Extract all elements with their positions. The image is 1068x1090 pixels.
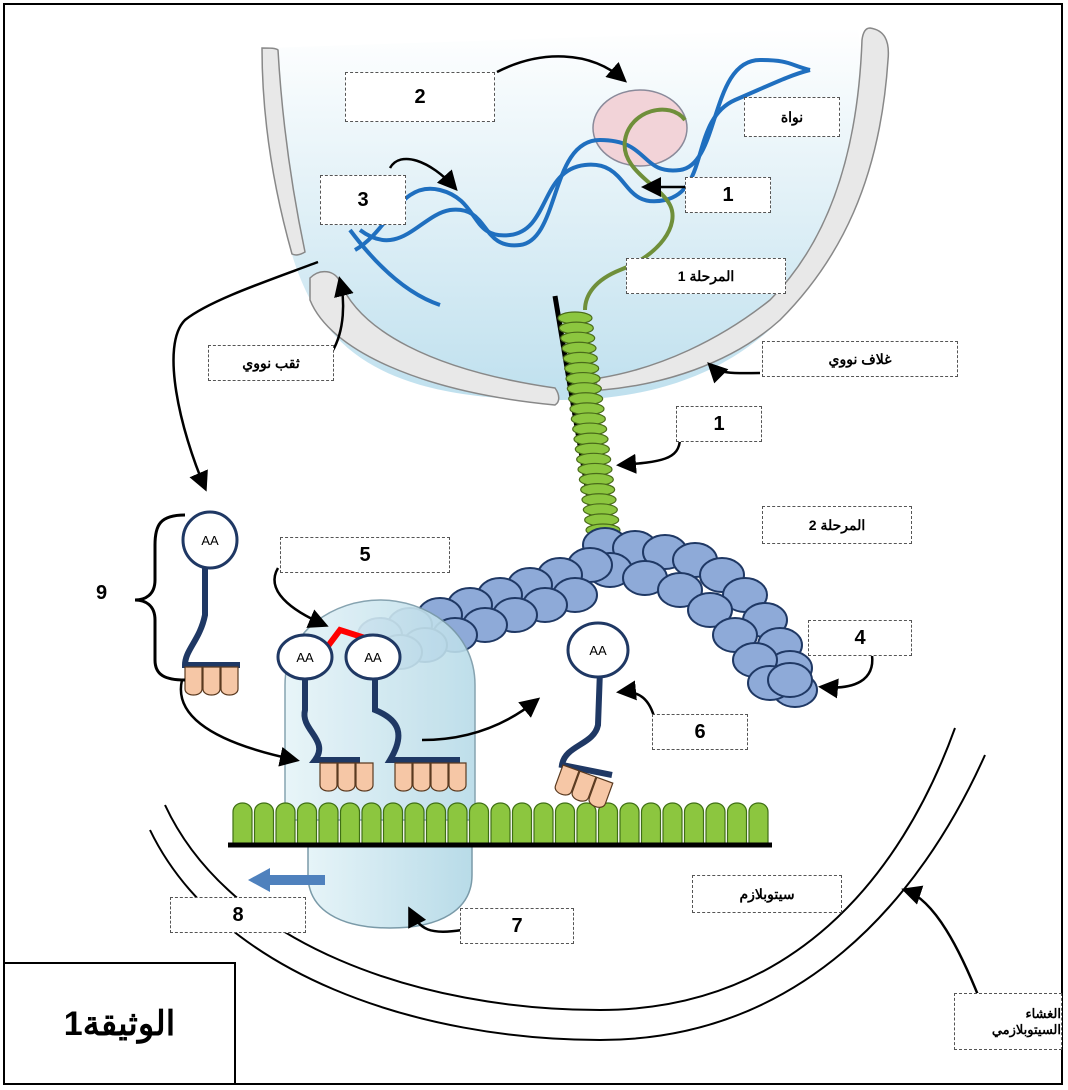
codon-bump xyxy=(255,803,274,845)
anticodon-base xyxy=(221,667,238,695)
trna-9 xyxy=(185,567,240,695)
mrna-codon-row xyxy=(233,803,768,845)
amino-acid-6: AA xyxy=(568,623,628,677)
codon-bump xyxy=(298,803,317,845)
codon-bump xyxy=(319,803,338,845)
label-stage-1: المرحلة 1 xyxy=(626,258,786,294)
codon-bump xyxy=(233,803,252,845)
codon-bump xyxy=(513,803,532,845)
codon-bump xyxy=(276,803,295,845)
codon-bump xyxy=(384,803,403,845)
anticodon-base xyxy=(395,763,412,791)
label-cytoplasm: سيتوبلازم xyxy=(692,875,842,913)
label-box-8: 8 xyxy=(170,897,306,933)
label-nucleus: نواة xyxy=(744,97,840,137)
amino-acid-9: AA xyxy=(183,512,237,568)
codon-bump xyxy=(620,803,639,845)
codon-bump xyxy=(685,803,704,845)
label-box-3: 3 xyxy=(320,175,406,225)
codon-bump xyxy=(599,803,618,845)
label-box-1-top: 1 xyxy=(685,177,771,213)
label-box-5: 5 xyxy=(280,537,450,573)
label-box-1-mid: 1 xyxy=(676,406,762,442)
label-box-6: 6 xyxy=(652,714,748,750)
label-9: 9 xyxy=(96,582,107,605)
label-cell-membrane: الغشاء السيتوبلازمي xyxy=(954,993,1062,1050)
codon-bump xyxy=(642,803,661,845)
cell-membrane-outer xyxy=(165,728,955,1010)
codon-bump xyxy=(405,803,424,845)
aa-label: AA xyxy=(201,533,219,548)
codon-bump xyxy=(491,803,510,845)
aa-label: AA xyxy=(589,643,607,658)
codon-bump xyxy=(706,803,725,845)
anticodon-base xyxy=(449,763,466,791)
label-box-7: 7 xyxy=(460,908,574,944)
anticodon-base xyxy=(320,763,337,791)
codon-bump xyxy=(577,803,596,845)
ribosome-small-subunit xyxy=(308,845,472,928)
codon-bump xyxy=(534,803,553,845)
trna-6 xyxy=(553,670,612,809)
anticodon-base xyxy=(431,763,448,791)
codon-bump xyxy=(728,803,747,845)
document-title: الوثيقة1 xyxy=(3,962,236,1085)
codon-bump xyxy=(749,803,768,845)
aa-label: AA xyxy=(296,650,314,665)
aa-label: AA xyxy=(364,650,382,665)
amino-acid-unit xyxy=(768,663,812,697)
label-nuclear-envelope: غلاف نووي xyxy=(762,341,958,377)
amino-acid-p: AA xyxy=(278,635,332,679)
amino-acid-a: AA xyxy=(346,635,400,679)
codon-bump xyxy=(427,803,446,845)
anticodon-base xyxy=(338,763,355,791)
codon-bump xyxy=(556,803,575,845)
label-box-4: 4 xyxy=(808,620,912,656)
codon-bump xyxy=(663,803,682,845)
anticodon-base xyxy=(356,763,373,791)
anticodon-base xyxy=(203,667,220,695)
codon-bump xyxy=(362,803,381,845)
codon-bump xyxy=(341,803,360,845)
brace-9 xyxy=(135,515,185,680)
anticodon-base xyxy=(185,667,202,695)
label-stage-2: المرحلة 2 xyxy=(762,506,912,544)
label-box-2: 2 xyxy=(345,72,495,122)
label-nuclear-pore: ثقب نووي xyxy=(208,345,334,381)
codon-bump xyxy=(448,803,467,845)
codon-bump xyxy=(470,803,489,845)
anticodon-base xyxy=(413,763,430,791)
